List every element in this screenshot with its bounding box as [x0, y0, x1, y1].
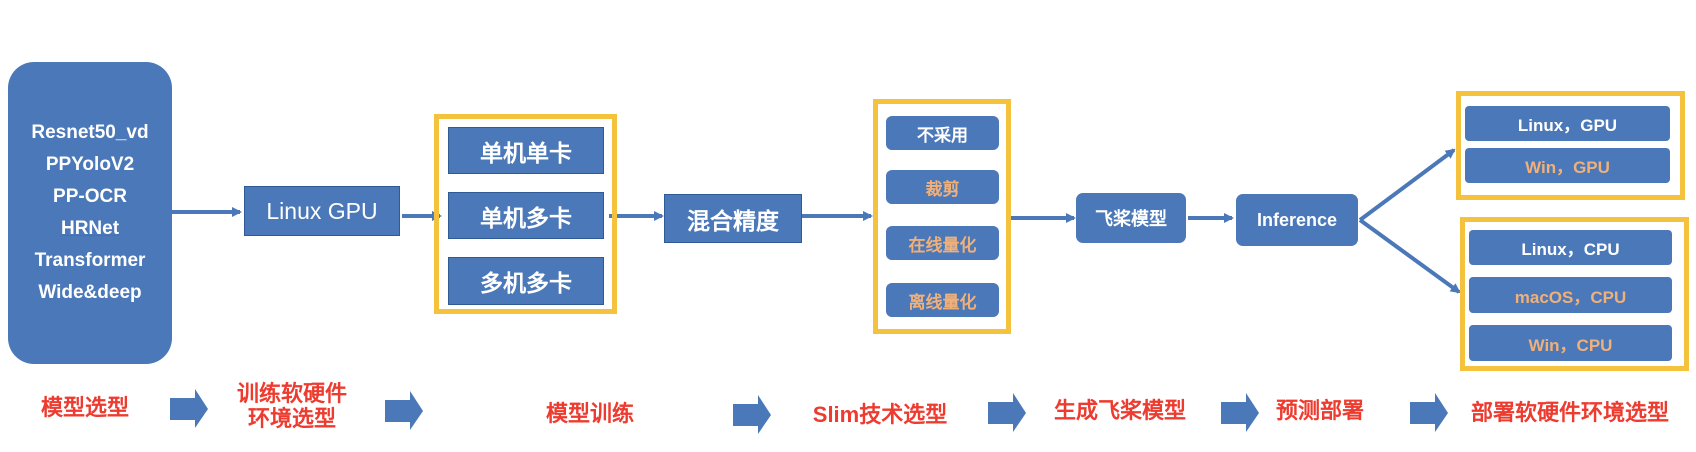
- train-mode-label: 多机多卡: [480, 270, 572, 296]
- flow-arrows: [172, 148, 1461, 294]
- step-arrow-1: [170, 389, 208, 428]
- model-item: PP-OCR: [53, 186, 127, 207]
- deploy-cpu-box: Linux，CPU: [1469, 230, 1672, 265]
- step-label: 模型训练: [545, 401, 634, 426]
- paddle-model-label: 飞桨模型: [1095, 209, 1167, 229]
- train-env-box: Linux GPU: [244, 186, 400, 236]
- slim-option-box: 裁剪: [886, 170, 999, 204]
- mixed-precision-box: 混合精度: [664, 194, 802, 243]
- deploy-cpu-box: macOS，CPU: [1469, 277, 1672, 313]
- deploy-cpu-label: Linux，CPU: [1521, 240, 1620, 259]
- arrow-inference-to-gpu: [1358, 148, 1456, 222]
- deploy-gpu-label: Win，GPU: [1525, 158, 1610, 177]
- inference-label: Inference: [1256, 209, 1338, 230]
- train-mode-box: 单机多卡: [448, 192, 604, 239]
- step-arrow-5: [1221, 393, 1259, 432]
- step-label: 生成飞桨模型: [1053, 398, 1186, 423]
- slim-option-box: 不采用: [886, 116, 999, 150]
- inference-box: Inference: [1236, 194, 1358, 246]
- train-mode-box: 单机单卡: [448, 127, 604, 174]
- step-label: 训练软硬件环境选型: [236, 381, 347, 431]
- deploy-gpu-group: [1456, 91, 1685, 200]
- step-label: 预测部署: [1275, 398, 1364, 423]
- step-label: 部署软硬件环境选型: [1470, 400, 1669, 425]
- train-mode-label: 单机多卡: [480, 204, 572, 231]
- step-arrow-4: [988, 393, 1026, 432]
- arrow-inference-to-cpu: [1358, 218, 1461, 294]
- slim-option-label: 裁剪: [925, 179, 960, 199]
- model-item: PPYoloV2: [45, 154, 135, 175]
- step-label: Slim技术选型: [812, 402, 948, 427]
- model-item: Transformer: [34, 250, 146, 271]
- deploy-cpu-box: Win，CPU: [1469, 325, 1672, 361]
- slim-option-label: 在线量化: [908, 235, 977, 255]
- train-mode-box: 多机多卡: [448, 257, 604, 305]
- step-arrow-3: [733, 395, 771, 434]
- step-arrows: [170, 389, 1448, 434]
- train-env-label: Linux GPU: [266, 197, 378, 224]
- model-list-box: Resnet50_vd PPYoloV2 PP-OCR HRNet Transf…: [8, 62, 172, 364]
- mixed-precision-label: 混合精度: [687, 207, 779, 234]
- step-arrow-6: [1410, 393, 1448, 432]
- model-item: HRNet: [60, 218, 120, 239]
- slim-option-box: 在线量化: [886, 226, 999, 260]
- deploy-cpu-group: [1460, 217, 1689, 371]
- deploy-gpu-label: Linux，GPU: [1517, 116, 1618, 135]
- deploy-gpu-box: Win，GPU: [1465, 148, 1670, 183]
- slim-option-label: 离线量化: [908, 292, 977, 312]
- deploy-cpu-label: Win，CPU: [1528, 335, 1613, 355]
- model-item: Wide&deep: [38, 282, 142, 303]
- deploy-gpu-box: Linux，GPU: [1465, 106, 1670, 141]
- step-arrow-2: [385, 391, 423, 430]
- slim-option-box: 离线量化: [886, 283, 999, 317]
- step-label: 模型选型: [40, 395, 129, 420]
- slim-option-group: [873, 99, 1011, 334]
- slim-option-label: 不采用: [917, 125, 968, 145]
- train-mode-label: 单机单卡: [480, 139, 572, 166]
- train-mode-group: [434, 114, 617, 314]
- paddle-model-box: 飞桨模型: [1076, 193, 1186, 243]
- model-item: Resnet50_vd: [31, 122, 149, 143]
- deploy-cpu-label: macOS，CPU: [1514, 287, 1627, 307]
